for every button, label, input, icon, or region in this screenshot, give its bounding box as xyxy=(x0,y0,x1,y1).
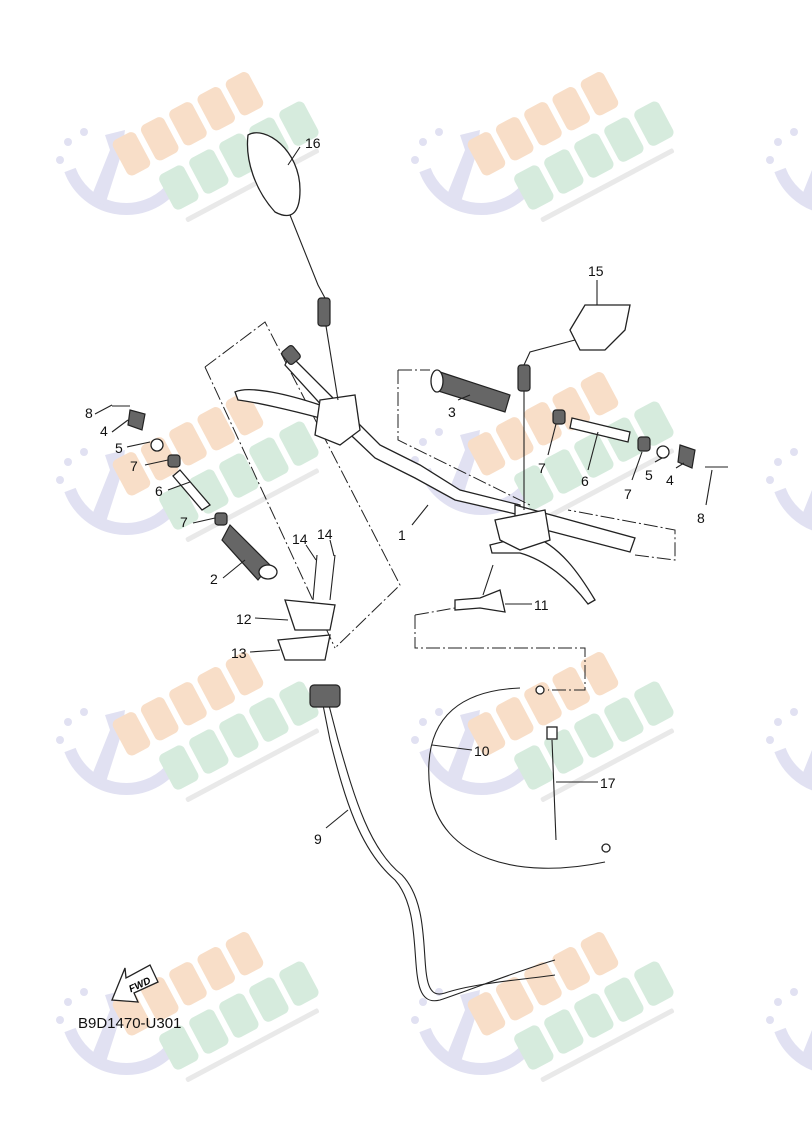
callout-3: 3 xyxy=(448,404,456,420)
throttle-cable-2 xyxy=(324,689,556,995)
lever-holder xyxy=(314,394,361,446)
callout-12: 12 xyxy=(236,611,252,627)
mirror-right-base xyxy=(517,364,531,392)
throttle-cable xyxy=(319,689,556,1002)
watermark-layer xyxy=(56,72,812,1082)
diagram-code: B9D1470-U301 xyxy=(78,1015,182,1032)
mirror-right-stem xyxy=(523,339,576,366)
weight-collar-left xyxy=(167,454,181,468)
grip-left xyxy=(221,524,271,581)
watermark-logo xyxy=(766,448,812,531)
end-cap-left xyxy=(127,409,146,431)
callout-8-left: 8 xyxy=(85,405,93,421)
watermark-logo xyxy=(766,128,812,211)
callout-4-left: 4 xyxy=(100,423,108,439)
cable-outline xyxy=(414,615,586,691)
mirror-left-head xyxy=(246,132,301,217)
grip-right xyxy=(434,371,511,413)
callout-17: 17 xyxy=(600,775,616,791)
callout-6-right: 6 xyxy=(581,473,589,489)
watermark-logo xyxy=(56,932,320,1082)
callout-10: 10 xyxy=(474,743,490,759)
screw-14b xyxy=(329,554,336,601)
callout-14-a: 14 xyxy=(292,531,308,547)
watermark-logo xyxy=(411,72,675,222)
callout-7-b: 7 xyxy=(180,514,188,530)
brake-lever xyxy=(489,534,596,605)
master-cylinder xyxy=(494,509,551,551)
callout-1: 1 xyxy=(398,527,406,543)
clutch-cable xyxy=(428,687,606,869)
clutch-cable-end xyxy=(535,685,545,695)
mirror-right-head xyxy=(569,304,631,351)
right-group-outline-right xyxy=(567,509,676,561)
left-group-outline xyxy=(204,321,401,649)
cable-housing xyxy=(309,684,341,708)
callout-5-left: 5 xyxy=(115,440,123,456)
watermark-logo xyxy=(766,988,812,1071)
callout-6-left: 6 xyxy=(155,483,163,499)
grip-right-end xyxy=(430,369,444,393)
leader-lines xyxy=(94,146,713,829)
watermark-logo xyxy=(56,72,320,222)
damper-right xyxy=(656,445,670,459)
callout-4-right: 4 xyxy=(666,472,674,488)
callout-7-c: 7 xyxy=(538,460,546,476)
cable-band-head xyxy=(546,726,558,740)
mirror-left-stem xyxy=(289,214,326,299)
handlebar-left-end xyxy=(281,344,301,366)
weight-collar-right-2 xyxy=(637,436,651,452)
watermark-logo xyxy=(411,652,675,802)
callout-5-right: 5 xyxy=(645,467,653,483)
callout-7-d: 7 xyxy=(624,486,632,502)
grip-left-end xyxy=(258,564,278,580)
throttle-housing-upper xyxy=(284,599,336,631)
watermark-logo xyxy=(411,932,675,1082)
balancer-weight-right xyxy=(569,417,631,443)
switch-leader xyxy=(482,564,494,596)
balancer-weight-left xyxy=(172,469,211,511)
cable-band xyxy=(551,739,557,841)
mirror-left-base xyxy=(317,297,331,327)
end-cap-right xyxy=(677,444,696,469)
callout-15: 15 xyxy=(588,263,604,279)
watermark-logo xyxy=(56,652,320,802)
right-group-outline xyxy=(397,370,531,506)
clutch-switch xyxy=(454,589,506,613)
callout-14-b: 14 xyxy=(317,526,333,542)
callout-16: 16 xyxy=(305,135,321,151)
callout-13: 13 xyxy=(231,645,247,661)
cable-outline-top xyxy=(414,607,456,616)
damper-left xyxy=(150,438,164,452)
weight-collar-right xyxy=(552,409,566,425)
mirror-left-leader xyxy=(325,325,339,401)
clutch-cable-end-2 xyxy=(601,843,611,853)
callout-9: 9 xyxy=(314,831,322,847)
screw-14a xyxy=(312,554,318,601)
throttle-housing-lower xyxy=(277,634,331,661)
callout-2: 2 xyxy=(210,571,218,587)
callout-7-a: 7 xyxy=(130,458,138,474)
left-group-outline-side xyxy=(204,366,336,649)
callout-11: 11 xyxy=(534,597,549,613)
callout-8-right: 8 xyxy=(697,510,705,526)
watermark-logo xyxy=(766,708,812,791)
weight-collar-left-2 xyxy=(214,512,228,526)
